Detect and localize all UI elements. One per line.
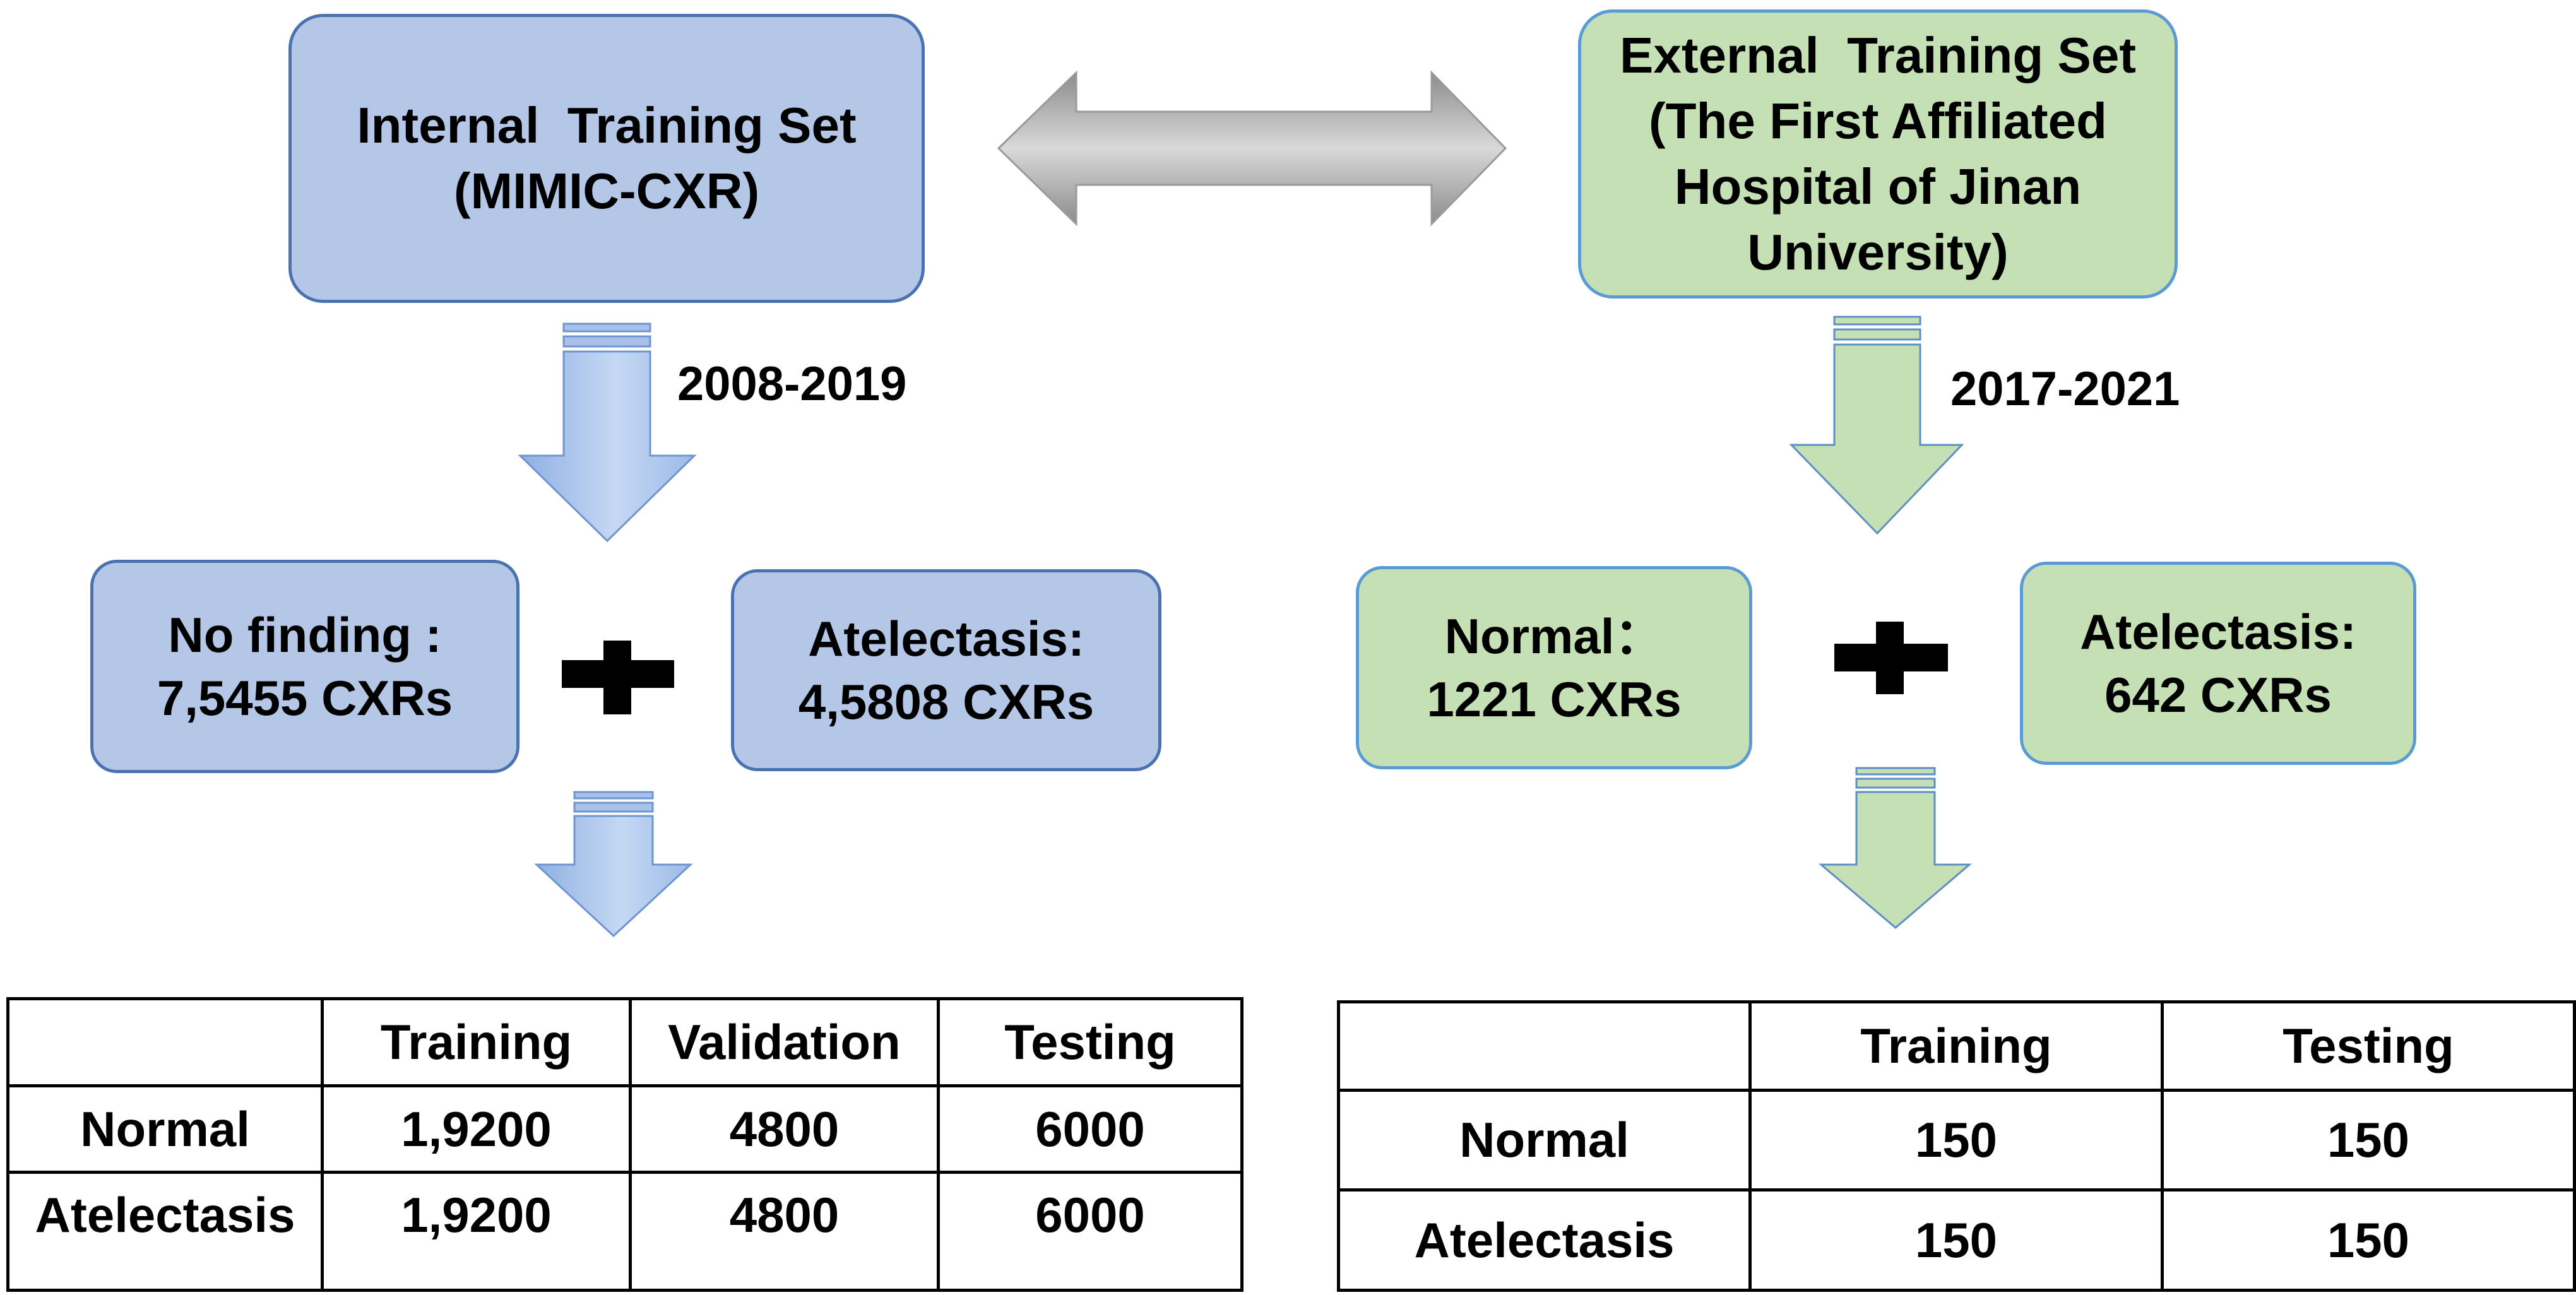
no-finding-label: No finding : <box>168 607 442 663</box>
down-arrow-icon <box>1818 767 1973 929</box>
external-training-set-box: External Training Set (The First Affilia… <box>1578 9 2178 299</box>
external-atelectasis-label: Atelectasis: <box>2080 604 2356 659</box>
internal-title: Internal Training Set <box>357 97 857 153</box>
double-arrow-icon <box>997 70 1507 227</box>
table-row: Normal 150 150 <box>1337 1089 2576 1192</box>
table-cell: 150 <box>1748 1188 2164 1292</box>
external-title: External Training Set <box>1619 27 2136 83</box>
down-arrow-icon <box>518 322 697 543</box>
table-row: Atelectasis 150 150 <box>1337 1188 2576 1292</box>
normal-count: 1221 CXRs <box>1427 671 1682 727</box>
internal-atelectasis-box: Atelectasis: 4,5808 CXRs <box>731 569 1161 771</box>
row-label: Atelectasis <box>6 1171 324 1292</box>
table-cell: 4800 <box>629 1171 940 1292</box>
table-header-training: Training <box>321 997 632 1087</box>
no-finding-count: 7,5455 CXRs <box>157 670 453 726</box>
internal-atelectasis-label: Atelectasis: <box>808 611 1084 666</box>
table-header-row: Training Testing <box>1337 1000 2576 1092</box>
plus-icon <box>562 641 674 714</box>
external-subtitle-line2: Hospital of Jinan <box>1674 158 2082 215</box>
table-row: Normal 1,9200 4800 6000 <box>6 1084 1243 1174</box>
table-cell: 150 <box>1748 1089 2164 1192</box>
table-header-row: Training Validation Testing <box>6 997 1243 1087</box>
down-arrow-icon <box>534 791 693 938</box>
table-cell: 150 <box>2161 1089 2576 1192</box>
external-subtitle-line3: University) <box>1747 224 2009 280</box>
table-row: Atelectasis 1,9200 4800 6000 <box>6 1171 1243 1292</box>
row-label: Normal <box>6 1084 324 1174</box>
internal-training-set-box: Internal Training Set (MIMIC-CXR) <box>288 14 925 303</box>
table-header-validation: Validation <box>629 997 940 1087</box>
internal-atelectasis-count: 4,5808 CXRs <box>798 674 1095 730</box>
table-header-training: Training <box>1748 1000 2164 1092</box>
table-cell: 1,9200 <box>321 1084 632 1174</box>
external-years-label: 2017-2021 <box>1950 362 2180 416</box>
down-arrow-icon <box>1789 316 1964 535</box>
table-cell: 1,9200 <box>321 1171 632 1292</box>
internal-years-label: 2008-2019 <box>677 357 907 411</box>
plus-icon <box>1834 622 1948 694</box>
table-cell: 6000 <box>937 1084 1243 1174</box>
row-label: Atelectasis <box>1337 1188 1752 1292</box>
table-cell: 150 <box>2161 1188 2576 1292</box>
row-label: Normal <box>1337 1089 1752 1192</box>
table-cell: 4800 <box>629 1084 940 1174</box>
external-split-table: Training Testing Normal 150 150 Atelecta… <box>1337 1000 2576 1292</box>
external-subtitle-line1: (The First Affiliated <box>1649 93 2107 149</box>
external-atelectasis-count: 642 CXRs <box>2104 667 2332 723</box>
table-header-cell <box>6 997 324 1087</box>
internal-split-table: Training Validation Testing Normal 1,920… <box>6 997 1243 1292</box>
normal-label: Normal： <box>1444 608 1664 664</box>
no-finding-box: No finding : 7,5455 CXRs <box>90 560 519 773</box>
table-header-cell <box>1337 1000 1752 1092</box>
external-atelectasis-box: Atelectasis: 642 CXRs <box>2020 562 2416 765</box>
internal-subtitle: (MIMIC-CXR) <box>453 163 760 219</box>
normal-box: Normal： 1221 CXRs <box>1356 566 1752 769</box>
table-header-testing: Testing <box>2161 1000 2576 1092</box>
table-cell: 6000 <box>937 1171 1243 1292</box>
table-header-testing: Testing <box>937 997 1243 1087</box>
